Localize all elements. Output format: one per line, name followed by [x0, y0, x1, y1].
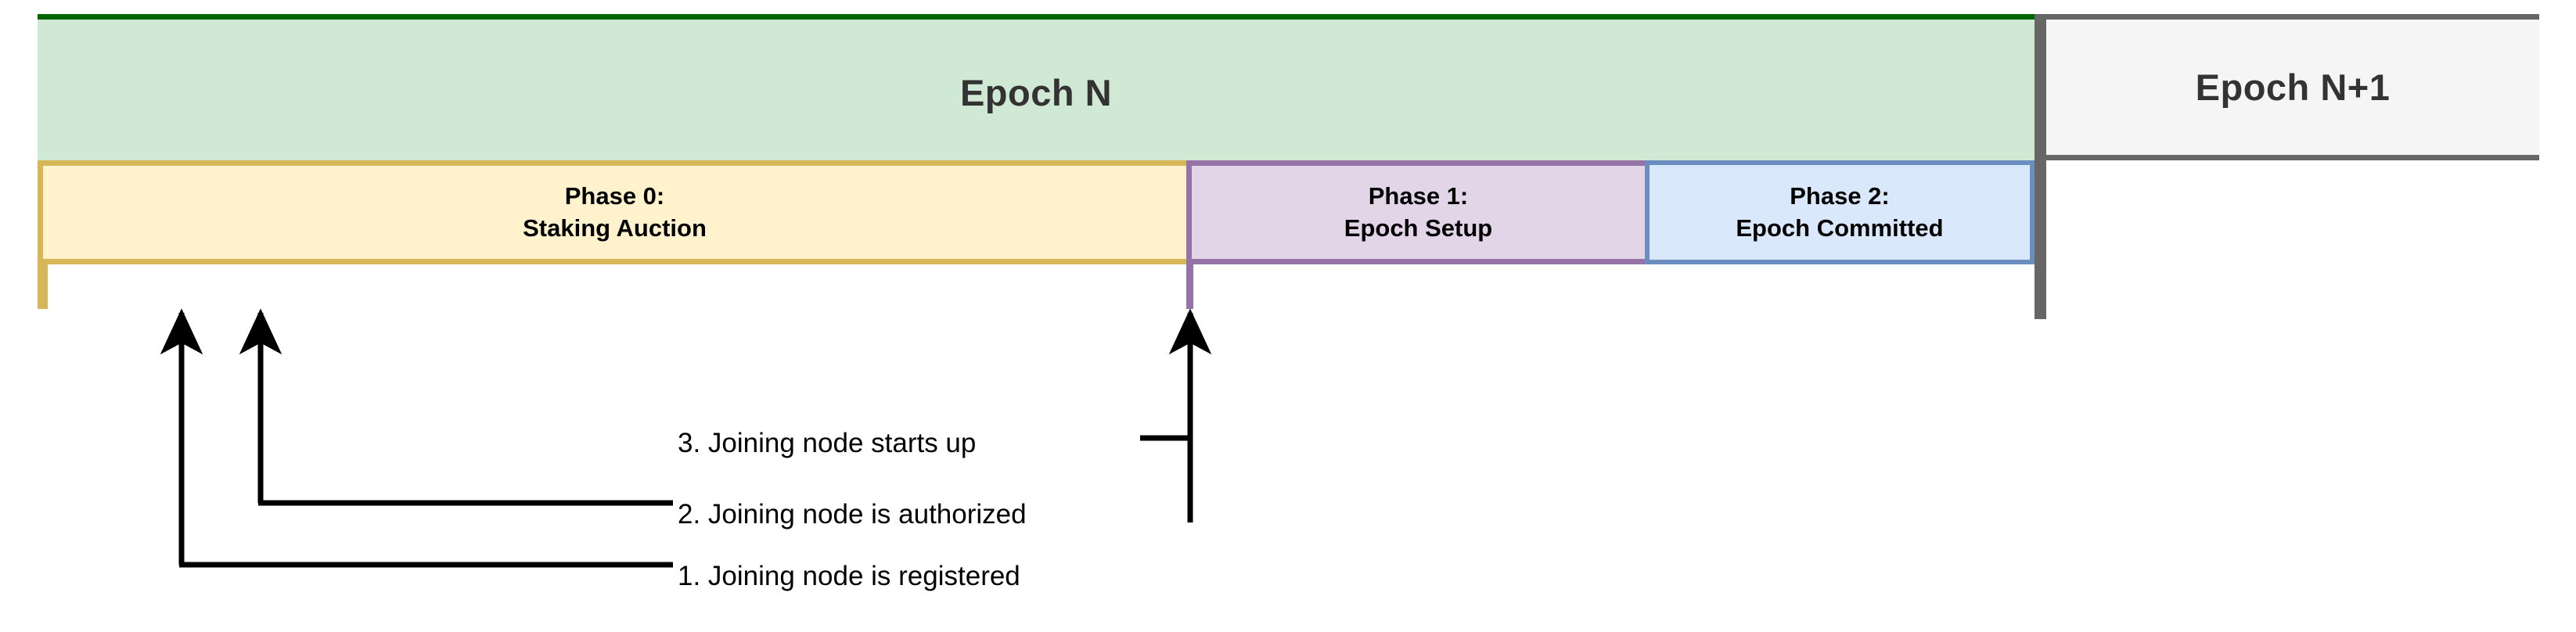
epoch-n-block: Epoch N: [38, 14, 2035, 160]
epoch-n-label: Epoch N: [959, 71, 1113, 113]
epoch-n-plus-1-block: Epoch N+1: [2046, 14, 2539, 160]
phase-2-block: Phase 2: Epoch Committed: [1645, 160, 2035, 264]
phase-1-block: Phase 1: Epoch Setup: [1186, 160, 1650, 264]
phase-2-subtitle: Epoch Committed: [1736, 214, 1944, 242]
phase-2-title: Phase 2:: [1790, 181, 1890, 210]
phase-1-title: Phase 1:: [1368, 181, 1469, 210]
epoch-boundary-divider: [2035, 14, 2046, 319]
phase-0-title: Phase 0:: [564, 181, 665, 210]
phase-0-block: Phase 0: Staking Auction: [38, 160, 1192, 264]
phase-1-subtitle: Epoch Setup: [1344, 214, 1493, 242]
annotation-label-1: 1. Joining node is registered: [678, 561, 1020, 591]
epoch-n-plus-1-label: Epoch N+1: [2195, 66, 2391, 108]
annotation-label-2: 2. Joining node is authorized: [678, 499, 1027, 530]
phase-0-subtitle: Staking Auction: [523, 214, 707, 242]
annotation-label-3: 3. Joining node starts up: [678, 428, 977, 458]
